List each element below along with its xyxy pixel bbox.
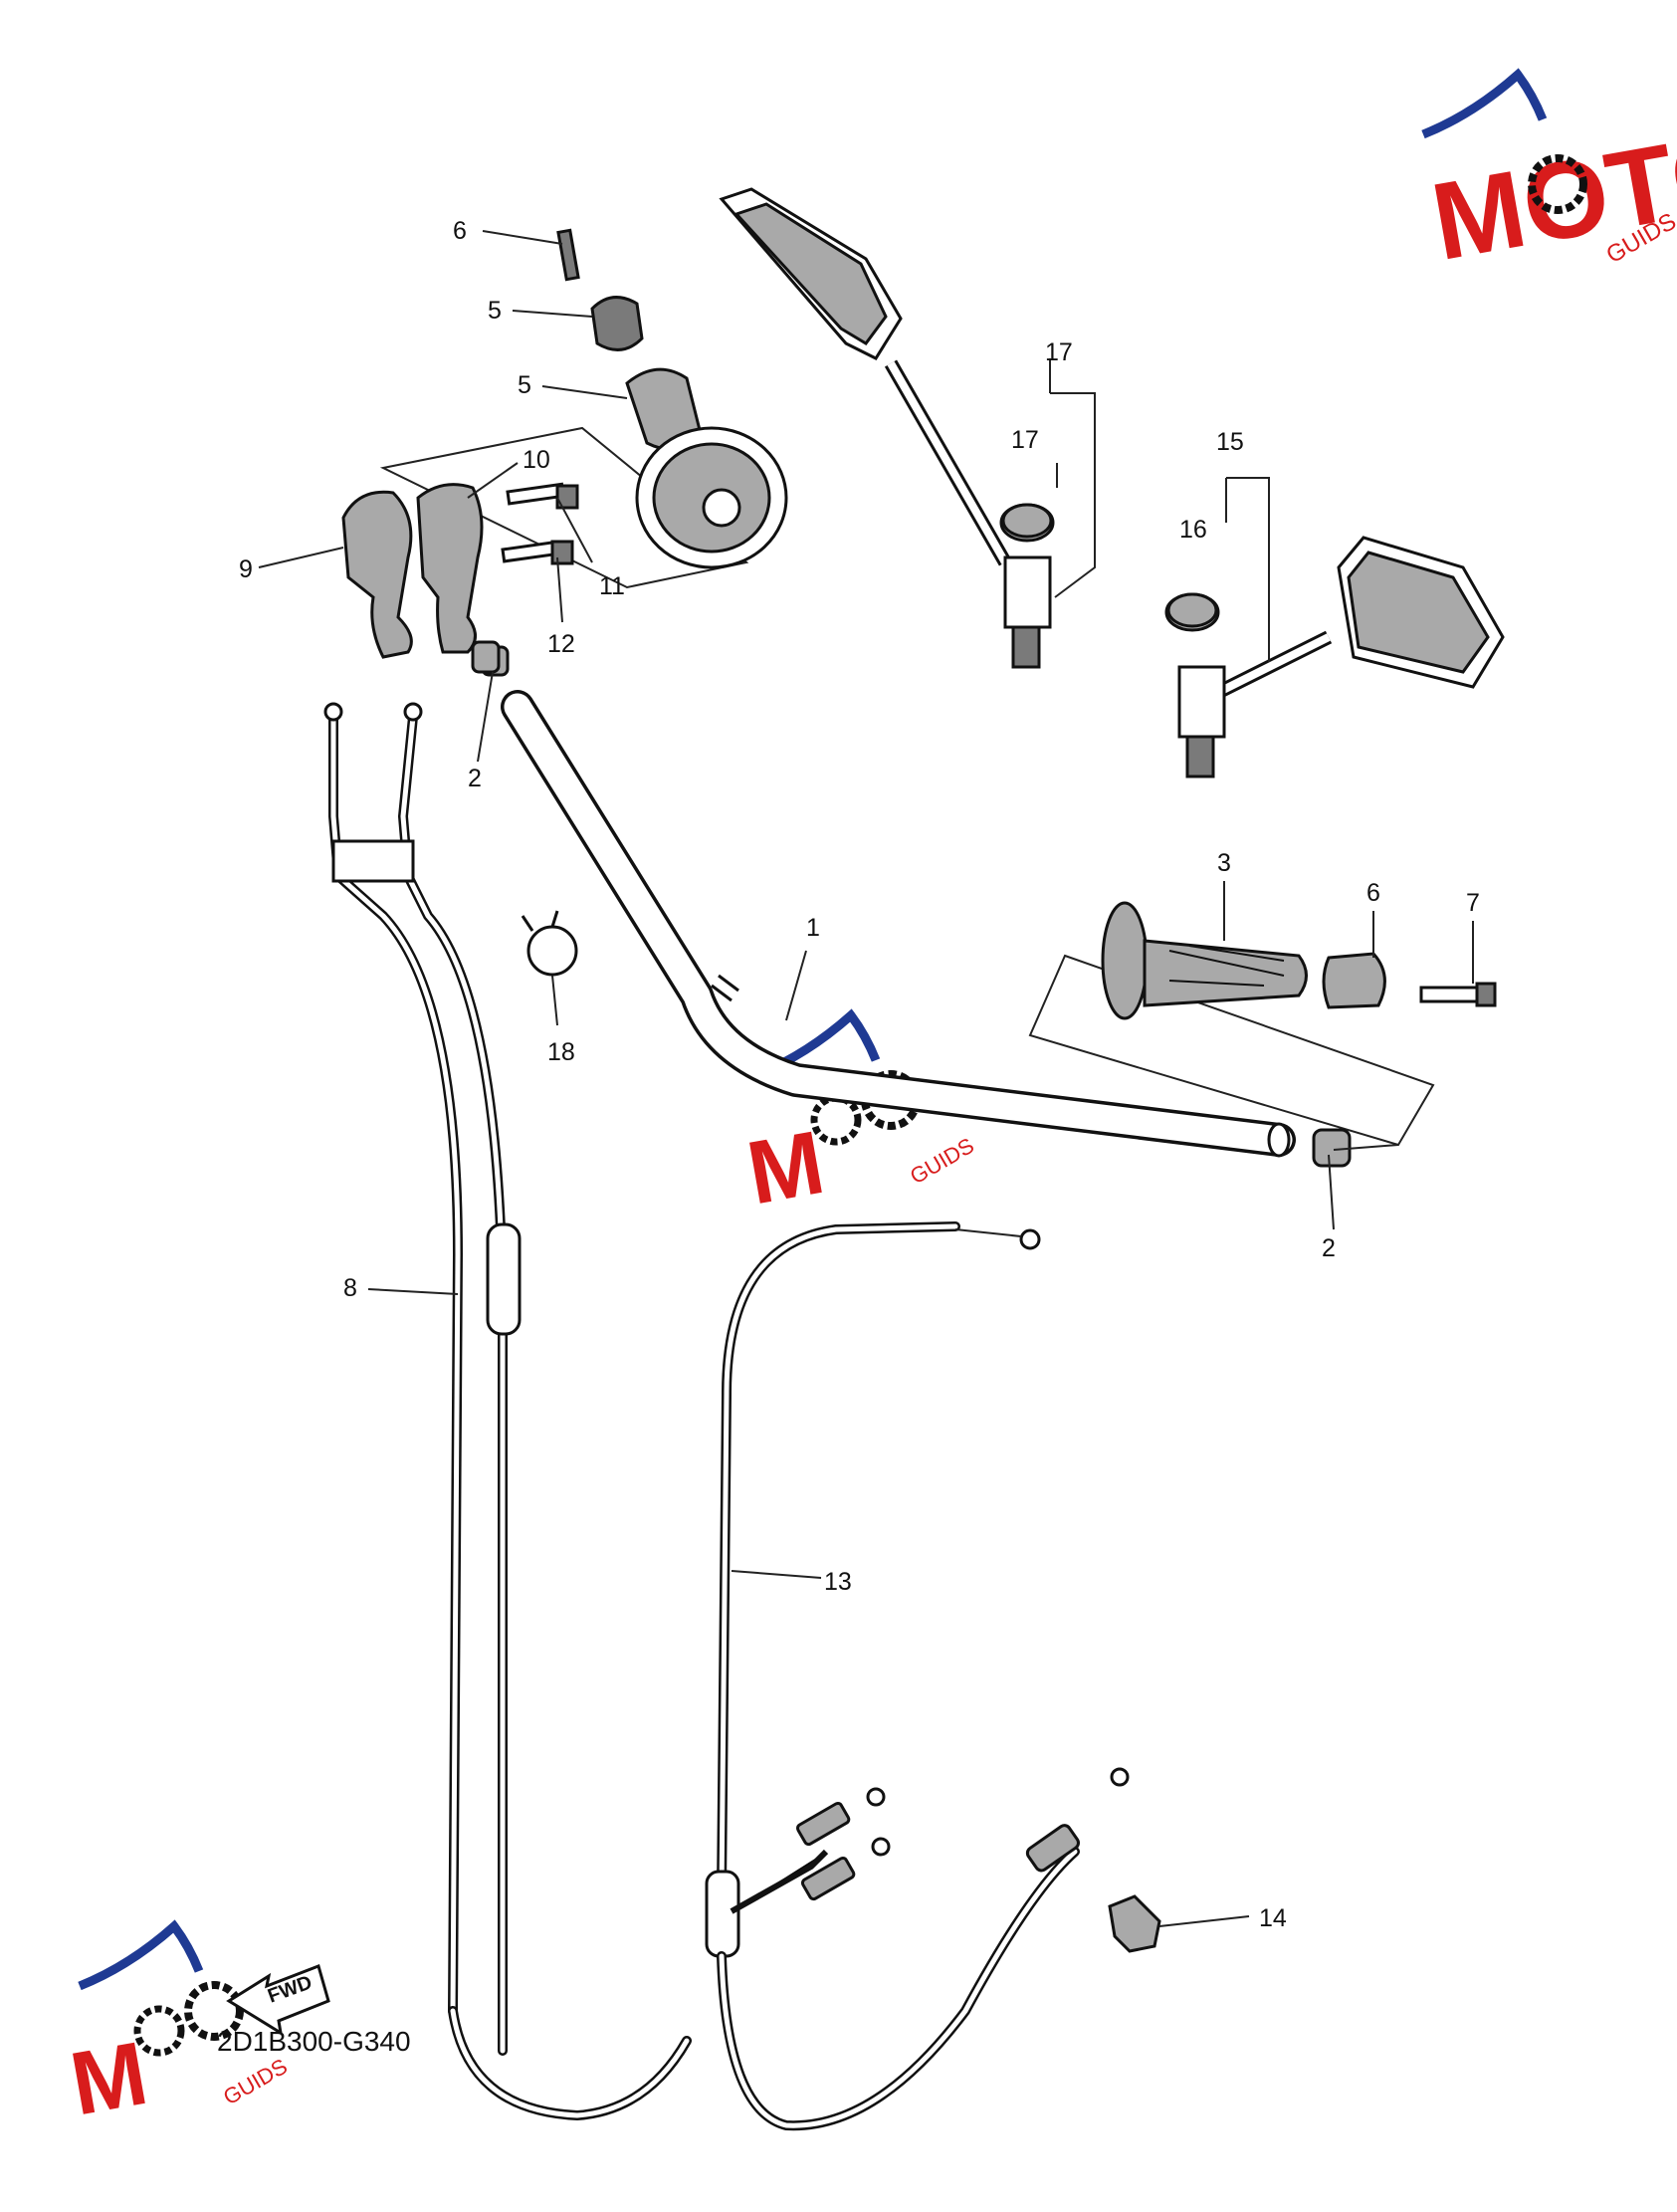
hose-clamp [521, 910, 578, 977]
right-mirror [1164, 477, 1505, 778]
svg-text:GUIDS: GUIDS [906, 1133, 978, 1189]
callout-18: 18 [547, 1038, 575, 1066]
fwd-arrow-icon: FWD [226, 1964, 330, 2037]
callout-10: 11 [599, 572, 625, 600]
throttle-cables [323, 702, 692, 2121]
left-mirror [719, 187, 1096, 669]
callout-numbers: 6 5 5 10 11 12 9 2 2 3 6 7 1 18 8 13 14 … [239, 217, 1480, 1932]
callout-13: 14 [1259, 1904, 1287, 1932]
callout-5-right: 6 [1366, 879, 1380, 907]
callout-1: 1 [806, 914, 820, 942]
callout-14: 15 [1216, 428, 1244, 456]
watermark-logo-center: M GUIDS [740, 1008, 978, 1224]
callout-6: 6 [453, 217, 467, 245]
callout-3: 3 [1217, 849, 1231, 877]
watermark-logo-bottom-left: M GUIDS [64, 1919, 292, 2135]
watermark-logo-top-right: MOTO GUIDS [1421, 68, 1677, 284]
left-switch-housing [341, 426, 749, 677]
svg-text:M: M [740, 1113, 831, 1224]
callout-6-right: 7 [1466, 889, 1480, 917]
handlebar [501, 690, 1296, 1158]
callout-16: 17 [1045, 338, 1073, 366]
svg-text:GUIDS: GUIDS [219, 2054, 292, 2109]
callout-2-left: 2 [468, 765, 482, 792]
callout-5: 5 [488, 297, 502, 325]
clutch-cable [705, 1221, 1130, 2131]
svg-text:M: M [64, 2024, 154, 2135]
watermark-letters: MOTO [1423, 107, 1677, 284]
callout-17: 17 [1011, 426, 1039, 454]
callout-12: 13 [824, 1568, 852, 1596]
mirror-caps [1001, 503, 1218, 628]
cable-holder [1108, 1894, 1161, 1953]
callout-2-right: 2 [1322, 1234, 1336, 1262]
callout-4: 5 [518, 371, 531, 399]
callout-11: 12 [547, 630, 575, 658]
right-grip-assembly [471, 640, 1497, 1168]
callout-7: 8 [343, 1274, 357, 1302]
callout-8: 9 [239, 555, 253, 583]
leader-lines [258, 230, 1474, 1927]
callout-15: 16 [1179, 516, 1207, 544]
throttle-grip-assembly [556, 228, 788, 569]
callout-9: 10 [523, 446, 550, 474]
diagram-code: 2D1B300-G340 [217, 2026, 411, 2057]
